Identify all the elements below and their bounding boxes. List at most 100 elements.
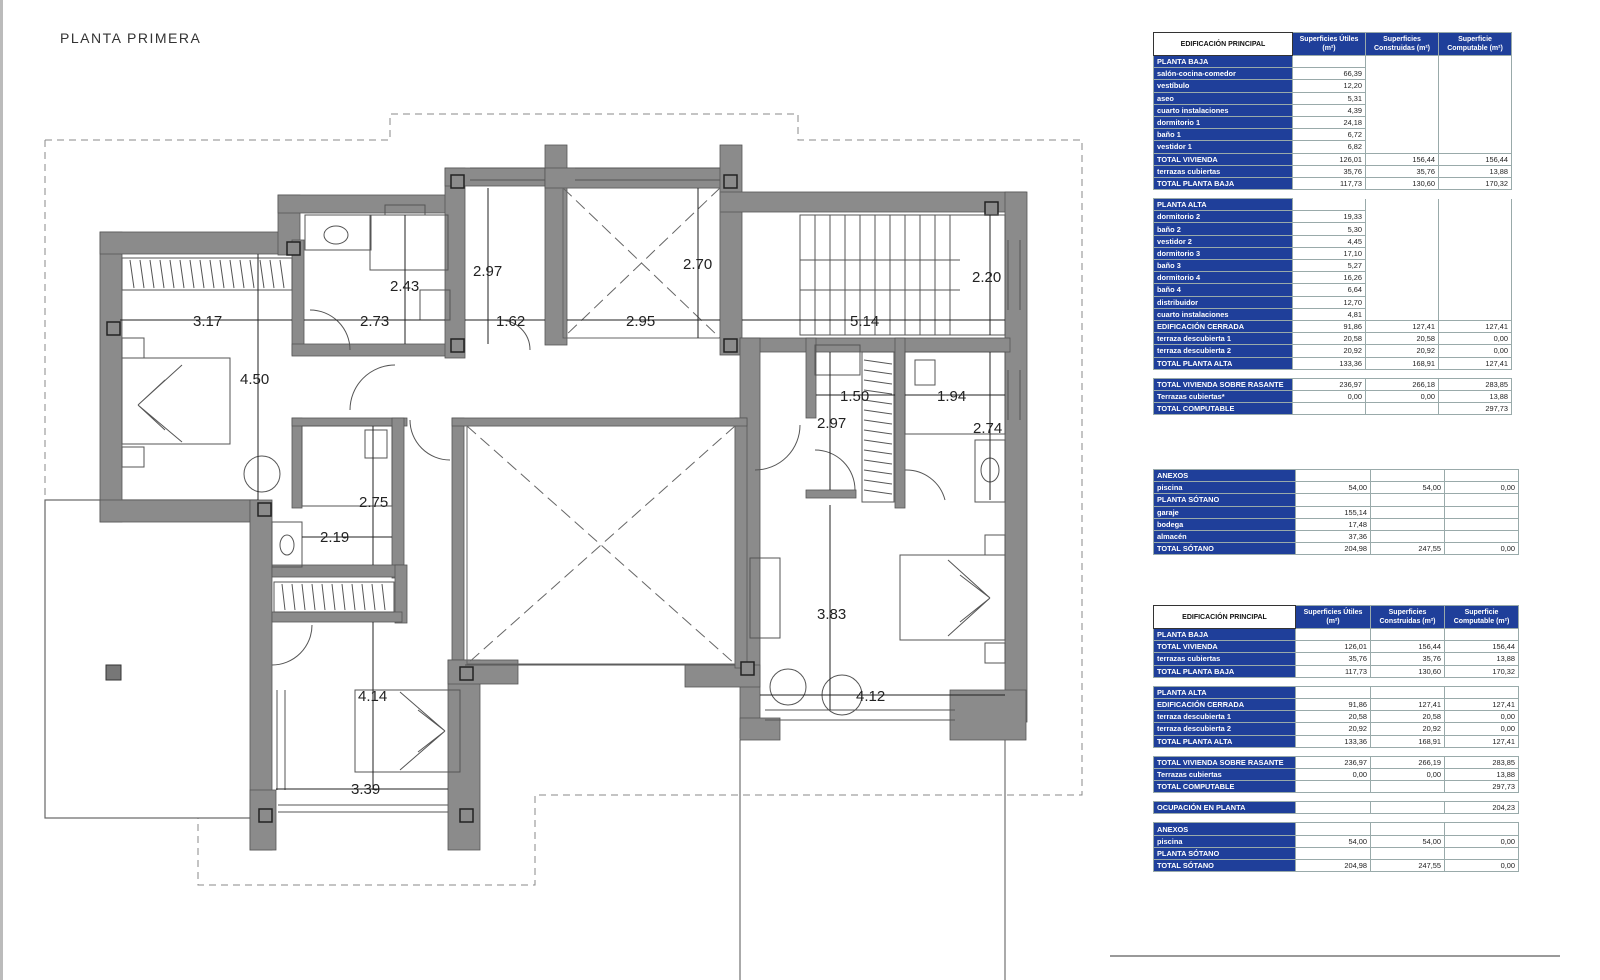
row-value: 91,86 (1292, 319, 1366, 334)
row-value: 127,41 (1444, 697, 1519, 712)
col-header: Superficies Construidas (m²) (1370, 605, 1445, 629)
row-value: 126,01 (1292, 152, 1366, 166)
row-label: TOTAL VIVIENDA (1153, 640, 1296, 654)
row-value: 4,81 (1292, 307, 1366, 321)
row-value: 13,88 (1438, 164, 1512, 178)
row-value: 247,55 (1370, 858, 1445, 873)
row-value (1365, 308, 1439, 321)
row-value: 17,48 (1295, 517, 1371, 531)
dim-label: 2.70 (683, 256, 712, 273)
dim-label: 2.75 (359, 494, 388, 511)
row-value (1370, 801, 1445, 815)
row-value (1295, 468, 1371, 483)
row-value: 156,44 (1370, 640, 1445, 654)
row-value: 168,91 (1370, 734, 1445, 748)
row-value: 24,18 (1292, 115, 1366, 130)
row-value: 6,64 (1292, 283, 1366, 297)
row-value: 20,58 (1370, 710, 1445, 724)
row-value: 5,30 (1292, 222, 1366, 236)
dim-label: 2.73 (360, 313, 389, 330)
row-value: 127,41 (1365, 319, 1439, 334)
row-label: terrazas cubiertas (1153, 652, 1296, 666)
row-label: TOTAL COMPUTABLE (1153, 402, 1293, 416)
row-value: 0,00 (1444, 858, 1519, 873)
row-label: terrazas cubiertas (1153, 164, 1293, 178)
row-label: TOTAL PLANTA ALTA (1153, 734, 1296, 748)
row-value: 127,41 (1370, 697, 1445, 712)
surface-table-main: EDIFICACIÓN PRINCIPAL Superficies Útiles… (1153, 32, 1512, 416)
row-value: 156,44 (1438, 152, 1512, 166)
row-label: terraza descubierta 1 (1153, 332, 1293, 346)
row-value (1370, 468, 1445, 483)
col-header: Superficies Útiles (m²) (1295, 605, 1371, 629)
row-value (1295, 627, 1371, 642)
row-value: 133,36 (1295, 734, 1371, 748)
row-label: TOTAL PLANTA ALTA (1153, 356, 1293, 370)
row-value: 266,18 (1365, 377, 1439, 391)
row-value: 170,32 (1444, 664, 1519, 678)
row-value (1444, 822, 1519, 836)
table-row: PLANTA BAJA (1153, 627, 1519, 642)
row-label: cuarto instalaciones (1153, 307, 1293, 321)
row-value: 0,00 (1444, 710, 1519, 724)
row-label: TOTAL VIVIENDA SOBRE RASANTE (1153, 377, 1293, 391)
row-value (1444, 627, 1519, 642)
row-value (1365, 210, 1439, 223)
row-value: 297,73 (1444, 780, 1519, 794)
row-label: PLANTA ALTA (1153, 685, 1296, 699)
row-value (1438, 259, 1512, 272)
row-value (1365, 222, 1439, 236)
row-value: 35,76 (1295, 652, 1371, 666)
row-value (1295, 801, 1371, 815)
row-label: terraza descubierta 1 (1153, 710, 1296, 724)
row-value (1438, 92, 1512, 105)
row-value (1438, 247, 1512, 260)
row-value: 266,19 (1370, 755, 1445, 769)
row-value: 0,00 (1370, 767, 1445, 782)
row-value: 127,41 (1438, 319, 1512, 334)
row-label: terraza descubierta 2 (1153, 344, 1293, 358)
row-label: bodega (1153, 517, 1296, 531)
row-label: dormitorio 2 (1153, 210, 1293, 224)
row-value: 0,00 (1295, 767, 1371, 782)
col-header: Superficie Computable (m²) (1444, 605, 1519, 629)
table-row: ANEXOS (1153, 468, 1519, 483)
row-value: 126,01 (1295, 640, 1371, 654)
dim-label: 1.62 (496, 313, 525, 330)
table-row: PLANTA SÓTANO (1153, 493, 1519, 507)
row-value (1365, 283, 1439, 297)
row-label: TOTAL SÓTANO (1153, 858, 1296, 873)
row-value: 12,20 (1292, 79, 1366, 93)
row-value: 35,76 (1292, 164, 1366, 178)
row-value (1438, 116, 1512, 129)
row-value: 0,00 (1444, 722, 1519, 736)
dimension-labels: 3.17 2.73 2.43 2.97 1.62 2.95 2.70 5.14 … (193, 256, 1002, 798)
row-value: 204,98 (1295, 542, 1371, 556)
row-value (1370, 822, 1445, 836)
row-label: baño 4 (1153, 283, 1293, 297)
table-row: PLANTA BAJA (1153, 54, 1512, 69)
row-value: 204,98 (1295, 858, 1371, 873)
table-row: PLANTA SÓTANO (1153, 846, 1519, 861)
row-label: dormitorio 1 (1153, 115, 1293, 130)
row-value: 20,92 (1292, 344, 1366, 358)
row-value (1438, 128, 1512, 141)
row-value (1438, 308, 1512, 321)
